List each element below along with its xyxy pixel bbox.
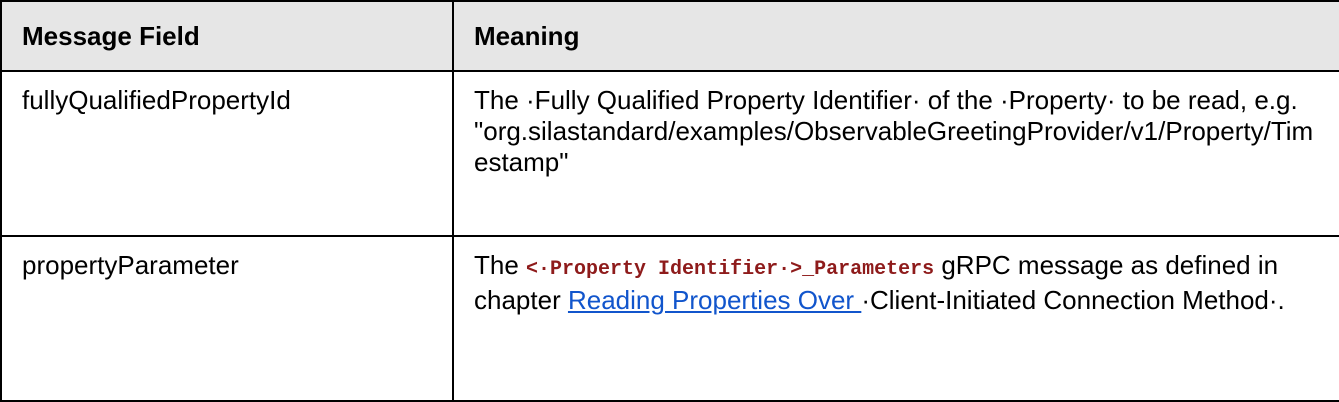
meaning-cell-property-parameter: The <·Property Identifier·>_Parameters g… (452, 235, 1339, 402)
reading-properties-link[interactable]: Reading Properties Over (567, 285, 862, 315)
meaning-cell-fully-qualified-property-id: The ·Fully Qualified Property Identifier… (452, 70, 1339, 237)
meaning-text: The ·Fully Qualified Property Identifier… (474, 85, 1298, 115)
parameters-code: <·Property Identifier·>_Parameters (526, 258, 935, 281)
table-row: propertyParameter The <·Property Identif… (0, 235, 1339, 402)
header-meaning: Meaning (452, 0, 1339, 72)
header-message-field: Message Field (0, 0, 454, 72)
meaning-prefix: The (474, 250, 527, 280)
table-header-row: Message Field Meaning (0, 0, 1339, 72)
table-row: fullyQualifiedPropertyId The ·Fully Qual… (0, 70, 1339, 237)
field-cell-property-parameter: propertyParameter (0, 235, 454, 402)
meaning-suffix: ·Client-Initiated Connection Method·. (861, 285, 1285, 315)
example-identifier: "org.silastandard/examples/ObservableGre… (474, 116, 1314, 177)
meaning-middle: gRPC message as defined in chapter (474, 250, 1279, 315)
field-cell-fully-qualified-property-id: fullyQualifiedPropertyId (0, 70, 454, 237)
